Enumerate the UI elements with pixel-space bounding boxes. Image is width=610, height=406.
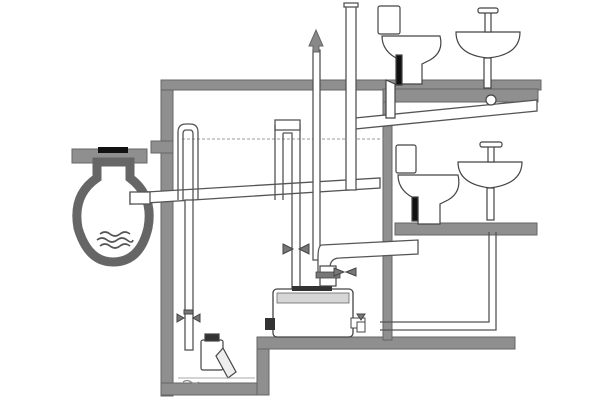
upper-toilet-icon <box>377 5 442 119</box>
septic-tank-cover <box>98 147 128 153</box>
interior-wall <box>382 89 393 341</box>
discharge-valve-icon <box>282 243 310 255</box>
upper-floor-drain-pipe <box>354 99 538 130</box>
basement-floor <box>160 382 270 396</box>
upper-floor-slab <box>382 88 539 103</box>
outer-ground-wall <box>150 140 174 154</box>
tank-inlet-pipe <box>129 191 151 205</box>
mezzanine-floor-slab <box>394 222 538 236</box>
main-soil-stack <box>345 4 357 191</box>
pump-inlet-valve-icon <box>333 267 357 277</box>
stack-cap <box>343 2 359 8</box>
riser-gate-valve-icon <box>176 309 201 323</box>
basement-left-wall <box>160 79 174 397</box>
lower-toilet-icon <box>395 144 460 225</box>
upper-toilet-seal <box>395 54 403 86</box>
upper-washbasin-icon <box>455 7 521 106</box>
vent-pipe <box>312 49 321 261</box>
basement-pump-riser <box>177 123 199 351</box>
lower-toilet-seal <box>411 196 419 222</box>
check-valve-icon <box>356 313 366 333</box>
septic-tank-water <box>96 231 134 249</box>
vent-arrow-icon <box>308 28 324 53</box>
valves <box>176 243 366 333</box>
lifting-pump-unit <box>265 265 366 338</box>
submersible-pump-icon <box>178 333 255 385</box>
pump-discharge-loop <box>274 119 301 290</box>
lower-washbasin-icon <box>457 141 523 221</box>
washbasin-drain-line <box>380 232 497 331</box>
